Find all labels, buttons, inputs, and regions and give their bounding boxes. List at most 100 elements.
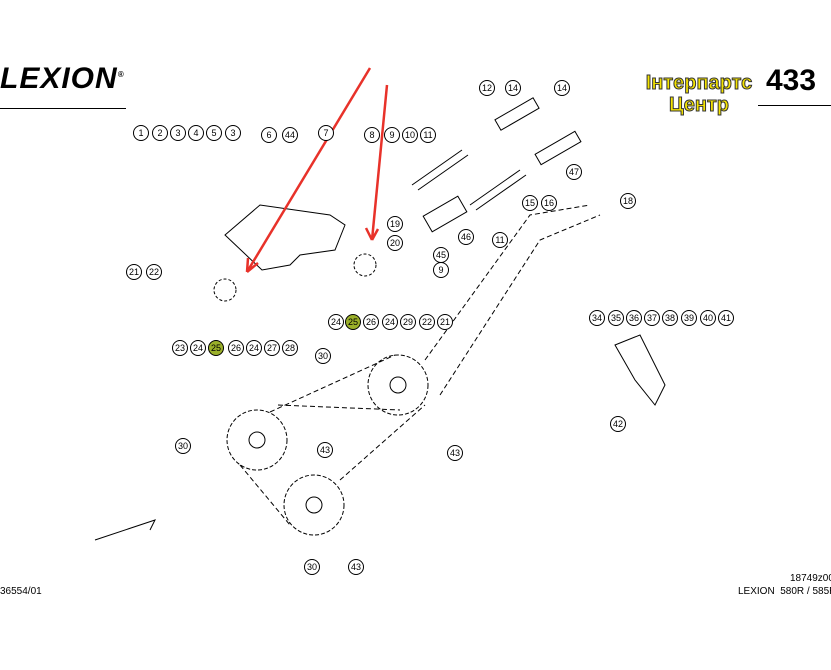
brand-logo: LEXION® [0, 62, 125, 96]
callout-number: 38 [665, 313, 675, 323]
callout-35: 35 [608, 310, 624, 326]
callout-11: 11 [492, 232, 508, 248]
callout-23: 23 [172, 340, 188, 356]
sprocket-30 [226, 409, 288, 471]
callout-number: 6 [266, 130, 271, 140]
callout-41: 41 [718, 310, 734, 326]
callout-27: 27 [264, 340, 280, 356]
callout-number: 30 [307, 562, 317, 572]
callout-47: 47 [566, 164, 582, 180]
callout-number: 37 [647, 313, 657, 323]
callout-29: 29 [400, 314, 416, 330]
callout-30: 30 [315, 348, 331, 364]
callout-25: 25 [208, 340, 224, 356]
red-arrows [245, 67, 389, 273]
callout-number: 11 [423, 130, 432, 140]
callout-number: 10 [405, 130, 415, 140]
callout-number: 23 [175, 343, 185, 353]
callout-43: 43 [447, 445, 463, 461]
callout-14: 14 [505, 80, 521, 96]
callout-4: 4 [188, 125, 204, 141]
bracket-plate [224, 204, 346, 271]
callout-38: 38 [662, 310, 678, 326]
callout-number: 41 [721, 313, 731, 323]
callout-number: 24 [331, 317, 341, 327]
callout-number: 43 [351, 562, 361, 572]
callout-number: 15 [525, 198, 535, 208]
callout-number: 22 [149, 267, 159, 277]
small-sprocket [213, 278, 237, 302]
callout-24: 24 [382, 314, 398, 330]
callout-40: 40 [700, 310, 716, 326]
callout-number: 2 [157, 128, 162, 138]
callout-26: 26 [363, 314, 379, 330]
callout-number: 25 [211, 343, 221, 353]
callout-number: 21 [129, 267, 139, 277]
callout-number: 26 [231, 343, 241, 353]
callout-number: 7 [323, 128, 328, 138]
callout-number: 24 [385, 317, 395, 327]
callout-21: 21 [126, 264, 142, 280]
callout-15: 15 [522, 195, 538, 211]
callout-30: 30 [175, 438, 191, 454]
callout-34: 34 [589, 310, 605, 326]
callout-number: 40 [703, 313, 713, 323]
callout-number: 20 [390, 238, 400, 248]
callout-14: 14 [554, 80, 570, 96]
callout-2: 2 [152, 125, 168, 141]
callout-number: 22 [422, 317, 432, 327]
divider [0, 108, 126, 109]
drawing-code: 36554/01 [0, 586, 42, 597]
callout-number: 1 [138, 128, 143, 138]
callout-24: 24 [190, 340, 206, 356]
callout-number: 3 [175, 128, 180, 138]
callout-36: 36 [626, 310, 642, 326]
logo-line2: Центр [668, 94, 730, 117]
callout-3: 3 [170, 125, 186, 141]
callout-number: 30 [318, 351, 328, 361]
callout-37: 37 [644, 310, 660, 326]
bracket-right [614, 334, 666, 406]
callout-26: 26 [228, 340, 244, 356]
figure-code: 18749z00 [790, 573, 831, 584]
chain [239, 354, 426, 526]
callout-9: 9 [384, 127, 400, 143]
callout-46: 46 [458, 229, 474, 245]
callout-10: 10 [402, 127, 418, 143]
callout-24: 24 [246, 340, 262, 356]
callout-number: 19 [390, 219, 400, 229]
callout-number: 14 [508, 83, 518, 93]
callout-number: 36 [629, 313, 639, 323]
brand-name: LEXION [0, 62, 118, 95]
callout-number: 45 [436, 250, 446, 260]
callout-20: 20 [387, 235, 403, 251]
callout-8: 8 [364, 127, 380, 143]
callout-24: 24 [328, 314, 344, 330]
parts-drawing [94, 97, 666, 541]
callout-number: 39 [684, 313, 694, 323]
divider [758, 105, 831, 106]
chain-upper [424, 204, 601, 396]
sprocket-30 [367, 354, 429, 416]
callout-number: 18 [623, 196, 633, 206]
callout-number: 16 [544, 198, 554, 208]
callout-43: 43 [348, 559, 364, 575]
callout-number: 47 [569, 167, 579, 177]
callout-28: 28 [282, 340, 298, 356]
callout-number: 8 [369, 130, 374, 140]
registered-mark: ® [117, 70, 125, 79]
callout-1: 1 [133, 125, 149, 141]
callout-number: 44 [285, 130, 295, 140]
callout-number: 42 [613, 419, 623, 429]
callout-number: 5 [211, 128, 216, 138]
callout-number: 27 [267, 343, 277, 353]
callout-number: 43 [320, 445, 330, 455]
model-label: LEXION 580R / 585R [738, 586, 831, 597]
callout-16: 16 [541, 195, 557, 211]
sprocket-30 [283, 474, 345, 536]
callout-39: 39 [681, 310, 697, 326]
logo-line1: Інтерпартс [645, 72, 753, 95]
